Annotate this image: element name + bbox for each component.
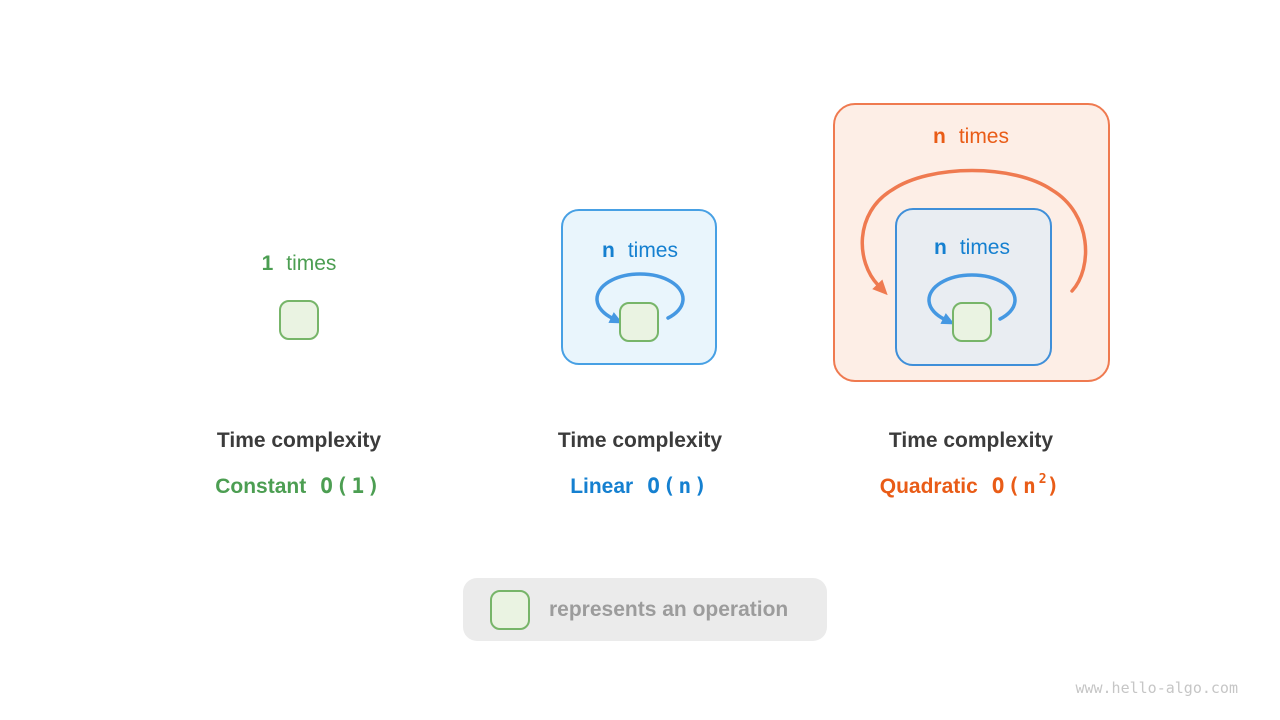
legend: represents an operation: [463, 578, 827, 641]
complexity-big-o: O(n): [647, 474, 710, 498]
loop-count-value: n: [601, 239, 615, 262]
loop-count-word: times: [286, 252, 337, 275]
linear-title: Time complexity: [557, 429, 723, 452]
loop-count-word: times: [959, 236, 1010, 259]
linear-complexity-label: Linear O(n): [490, 474, 790, 499]
complexity-name: Constant: [215, 475, 307, 498]
big-o-end: ): [1046, 474, 1063, 498]
loop-count-word: times: [958, 125, 1009, 148]
complexity-name: Linear: [570, 475, 634, 498]
big-o-main: O(n: [991, 474, 1039, 498]
constant-complexity-label: Constant O(1): [149, 474, 449, 499]
complexity-big-o: O(1): [320, 474, 383, 498]
operation-box-icon: [490, 589, 530, 630]
constant-operation-box: [279, 300, 319, 340]
legend-label: represents an operation: [549, 597, 789, 621]
watermark-url: www.hello-algo.com: [1075, 679, 1238, 697]
big-o-sup: 2: [1038, 472, 1047, 487]
loop-count-word: times: [627, 239, 678, 262]
loop-count-value: n: [932, 125, 946, 148]
quadratic-inner-loop-box: [895, 208, 1052, 366]
quadratic-title: Time complexity: [888, 429, 1054, 452]
constant-title: Time complexity: [216, 429, 382, 452]
loop-count-value: n: [933, 236, 947, 259]
constant-loop-count-label: 1 times: [219, 251, 379, 277]
loop-count-value: 1: [261, 252, 274, 275]
big-o-main: O(1): [320, 474, 383, 498]
quadratic-complexity-label: Quadratic O(n2): [821, 472, 1121, 499]
linear-operation-box: [619, 302, 659, 342]
quadratic-operation-box: [952, 302, 992, 342]
complexity-big-o: O(n2): [991, 472, 1063, 498]
complexity-name: Quadratic: [879, 475, 978, 498]
big-o-main: O(n): [647, 474, 710, 498]
